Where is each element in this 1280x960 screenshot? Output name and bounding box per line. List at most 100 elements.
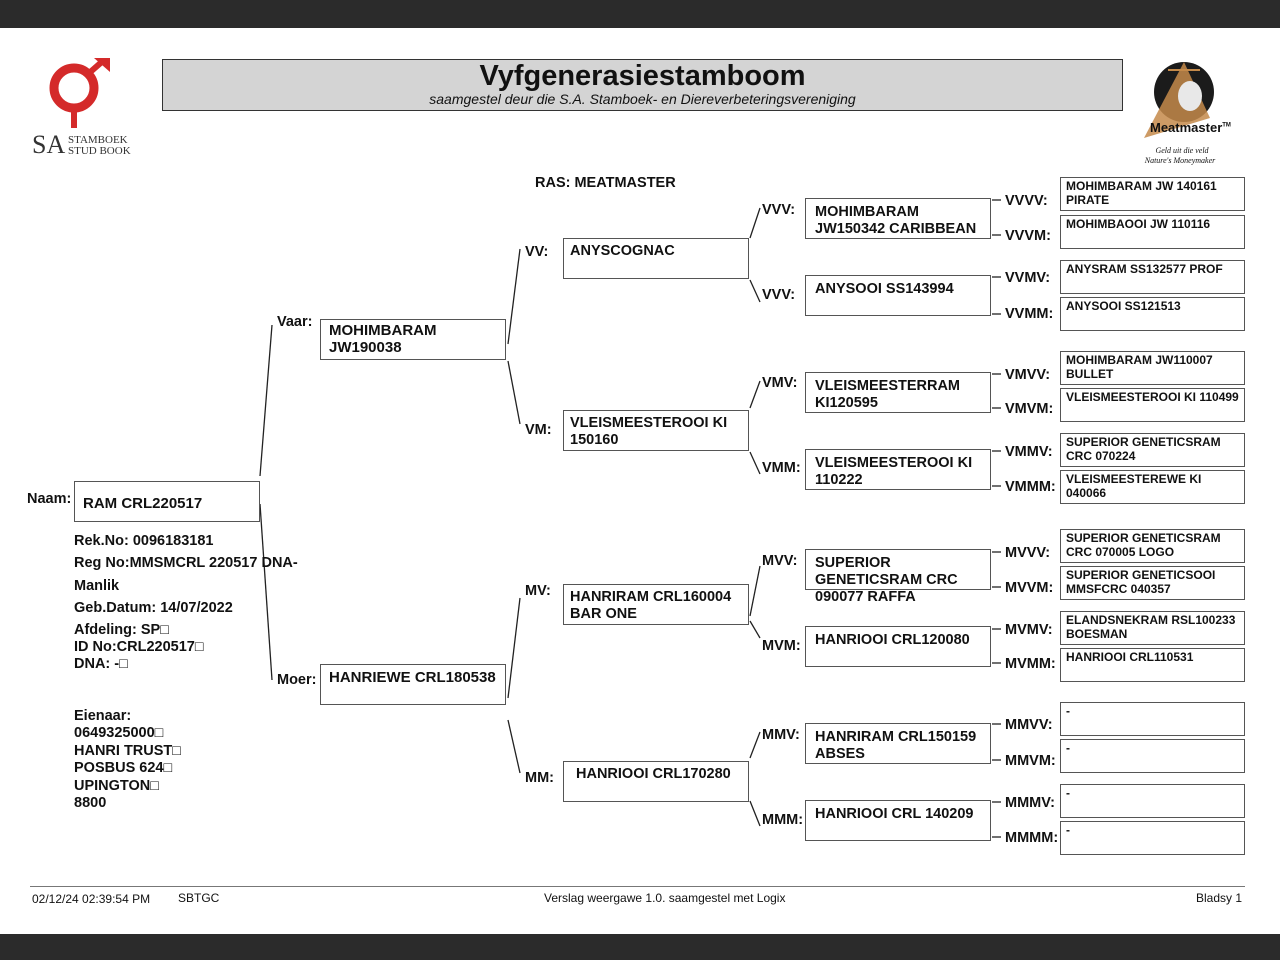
gen4-box-2: ANYSRAM SS132577 PROF (1060, 260, 1245, 294)
gen1-name-sire: MOHIMBARAM JW190038 (329, 322, 437, 356)
gen4-name-3: ANYSOOI SS121513 (1066, 299, 1181, 313)
page-title: Vyfgenerasiestamboom (479, 60, 806, 92)
gen4-name-4: MOHIMBARAM JW110007 BULLET (1066, 353, 1213, 381)
gen3-box-1: ANYSOOI SS143994 (805, 275, 991, 316)
gen2-label-vv: VV: (525, 244, 549, 260)
footer-page-number: Bladsy 1 (1196, 891, 1243, 905)
connector-line (749, 565, 761, 617)
gen4-label-0: VVVV: (1005, 193, 1048, 209)
connector-line (507, 248, 521, 345)
gen4-name-15: - (1066, 823, 1070, 837)
logo-stamboek-text: STAMBOEK (68, 134, 128, 146)
gen1-name-dam: HANRIEWE CRL180538 (329, 669, 496, 686)
connector-line (749, 207, 761, 239)
meatmaster-name: MeatmasterTM (1150, 120, 1231, 135)
gen4-label-11: MVMM: (1005, 656, 1056, 672)
sex: Manlik (74, 578, 120, 594)
gen4-box-7: VLEISMEESTEREWE KI 040066 (1060, 470, 1245, 504)
gen4-name-7: VLEISMEESTEREWE KI 040066 (1066, 472, 1202, 500)
footer-report: Verslag weergawe 1.0. saamgestel met Log… (544, 891, 786, 905)
owner-name: HANRI TRUST□ (74, 743, 182, 759)
title-band: Vyfgenerasiestamboom saamgestel deur die… (162, 59, 1123, 111)
gen1-box-sire: MOHIMBARAM JW190038 (320, 319, 506, 360)
meatmaster-slogan-2: Nature's Moneymaker (1144, 156, 1216, 165)
owner-address: POSBUS 624□ (74, 760, 173, 776)
gen3-name-2: VLEISMEESTERRAM KI120595 (815, 378, 961, 411)
gen2-label-mm: MM: (525, 770, 554, 786)
logo-sa-text: SA (32, 130, 66, 159)
gen4-label-6: VMMV: (1005, 444, 1053, 460)
gen4-label-2: VVMV: (1005, 270, 1051, 286)
gen4-box-13: - (1060, 739, 1245, 773)
gen4-box-14: - (1060, 784, 1245, 818)
gen4-box-3: ANYSOOI SS121513 (1060, 297, 1245, 331)
gen4-box-11: HANRIOOI CRL110531 (1060, 648, 1245, 682)
gen3-box-5: HANRIOOI CRL120080 (805, 626, 991, 667)
gen3-box-6: HANRIRAM CRL150159 ABSES (805, 723, 991, 764)
gen4-name-0: MOHIMBARAM JW 140161 PIRATE (1066, 179, 1217, 207)
gen4-name-8: SUPERIOR GENETICSRAM CRC 070005 LOGO (1066, 531, 1221, 559)
gen4-box-9: SUPERIOR GENETICSOOI MMSFCRC 040357 (1060, 566, 1245, 600)
gen4-label-15: MMMM: (1005, 830, 1059, 846)
connector-line (749, 800, 761, 827)
gen4-label-13: MMVM: (1005, 753, 1056, 769)
gen4-label-7: VMMM: (1005, 479, 1056, 495)
connector-line (749, 731, 761, 759)
gen4-label-8: MVVV: (1005, 545, 1051, 561)
owner-town: UPINGTON□ (74, 778, 160, 794)
gen4-box-0: MOHIMBARAM JW 140161 PIRATE (1060, 177, 1245, 211)
gen1-box-dam: HANRIEWE CRL180538 (320, 664, 506, 705)
gen3-box-0: MOHIMBARAM JW150342 CARIBBEAN (805, 198, 991, 239)
gen4-label-4: VMVV: (1005, 367, 1051, 383)
gen2-box-mv: HANRIRAM CRL160004 BAR ONE (563, 584, 749, 625)
gen4-name-1: MOHIMBAOOI JW 110116 (1066, 217, 1211, 231)
meatmaster-emblem-icon (1144, 62, 1214, 138)
breed-label: RAS: MEATMASTER (535, 175, 676, 191)
gen3-name-0: MOHIMBARAM JW150342 CARIBBEAN (815, 204, 977, 237)
footer-code: SBTGC (178, 891, 220, 905)
gen3-label-6: MMV: (762, 727, 800, 743)
gen4-box-5: VLEISMEESTEROOI KI 110499 (1060, 388, 1245, 422)
gen2-box-mm: HANRIOOI CRL170280 (563, 761, 749, 802)
page-subtitle: saamgestel deur die S.A. Stamboek- en Di… (429, 91, 856, 107)
studbook-emblem-icon (49, 58, 110, 128)
gen4-name-12: - (1066, 704, 1070, 718)
gen2-box-vv: ANYSCOGNAC (563, 238, 749, 279)
gen4-name-10: ELANDSNEKRAM RSL100233 BOESMAN (1066, 613, 1236, 641)
birth-date: Geb.Datum: 14/07/2022 (74, 600, 233, 616)
gen4-box-12: - (1060, 702, 1245, 736)
gen2-box-vm: VLEISMEESTEROOI KI 150160 (563, 410, 749, 451)
gen4-label-14: MMMV: (1005, 795, 1055, 811)
connector-line (507, 597, 521, 699)
gen3-label-0: VVV: (762, 202, 796, 218)
gen3-name-7: HANRIOOI CRL 140209 (815, 806, 974, 822)
sa-studbook-logo: SA STAMBOEK STUD BOOK (30, 58, 140, 159)
connector-line (507, 360, 521, 425)
subject-animal-name: RAM CRL220517 (83, 495, 203, 512)
pedigree-page: SA STAMBOEK STUD BOOK Vyfgenerasiestambo… (0, 28, 1280, 934)
gen4-name-6: SUPERIOR GENETICSRAM CRC 070224 (1066, 435, 1221, 463)
gen4-name-9: SUPERIOR GENETICSOOI MMSFCRC 040357 (1066, 568, 1216, 596)
owner-code: 8800 (74, 795, 107, 811)
footer-rule (30, 886, 1245, 887)
gen3-label-2: VMV: (762, 375, 798, 391)
gen4-box-4: MOHIMBARAM JW110007 BULLET (1060, 351, 1245, 385)
gen3-label-5: MVM: (762, 638, 801, 654)
animal-name-label: Naam: (27, 491, 72, 507)
connector-line (749, 380, 761, 409)
connector-line (749, 620, 761, 639)
gen4-box-15: - (1060, 821, 1245, 855)
rek-no: Rek.No: 0096183181 (74, 533, 214, 549)
gen1-label-dam: Moer: (277, 672, 317, 688)
reg-no: Reg No:MMSMCRL 220517 DNA- (74, 555, 298, 571)
pedigree-connector-lines (259, 199, 1001, 838)
gen4-box-6: SUPERIOR GENETICSRAM CRC 070224 (1060, 433, 1245, 467)
gen2-name-vv: ANYSCOGNAC (570, 243, 675, 259)
gen3-label-7: MMM: (762, 812, 804, 828)
meatmaster-slogan-1: Geld uit die veld (1155, 146, 1209, 155)
gen4-label-12: MMVV: (1005, 717, 1053, 733)
gen1-label-sire: Vaar: (277, 314, 313, 330)
gen4-name-5: VLEISMEESTEROOI KI 110499 (1066, 390, 1239, 404)
gen3-label-1: VVV: (762, 287, 796, 303)
gen4-label-1: VVVM: (1005, 228, 1051, 244)
